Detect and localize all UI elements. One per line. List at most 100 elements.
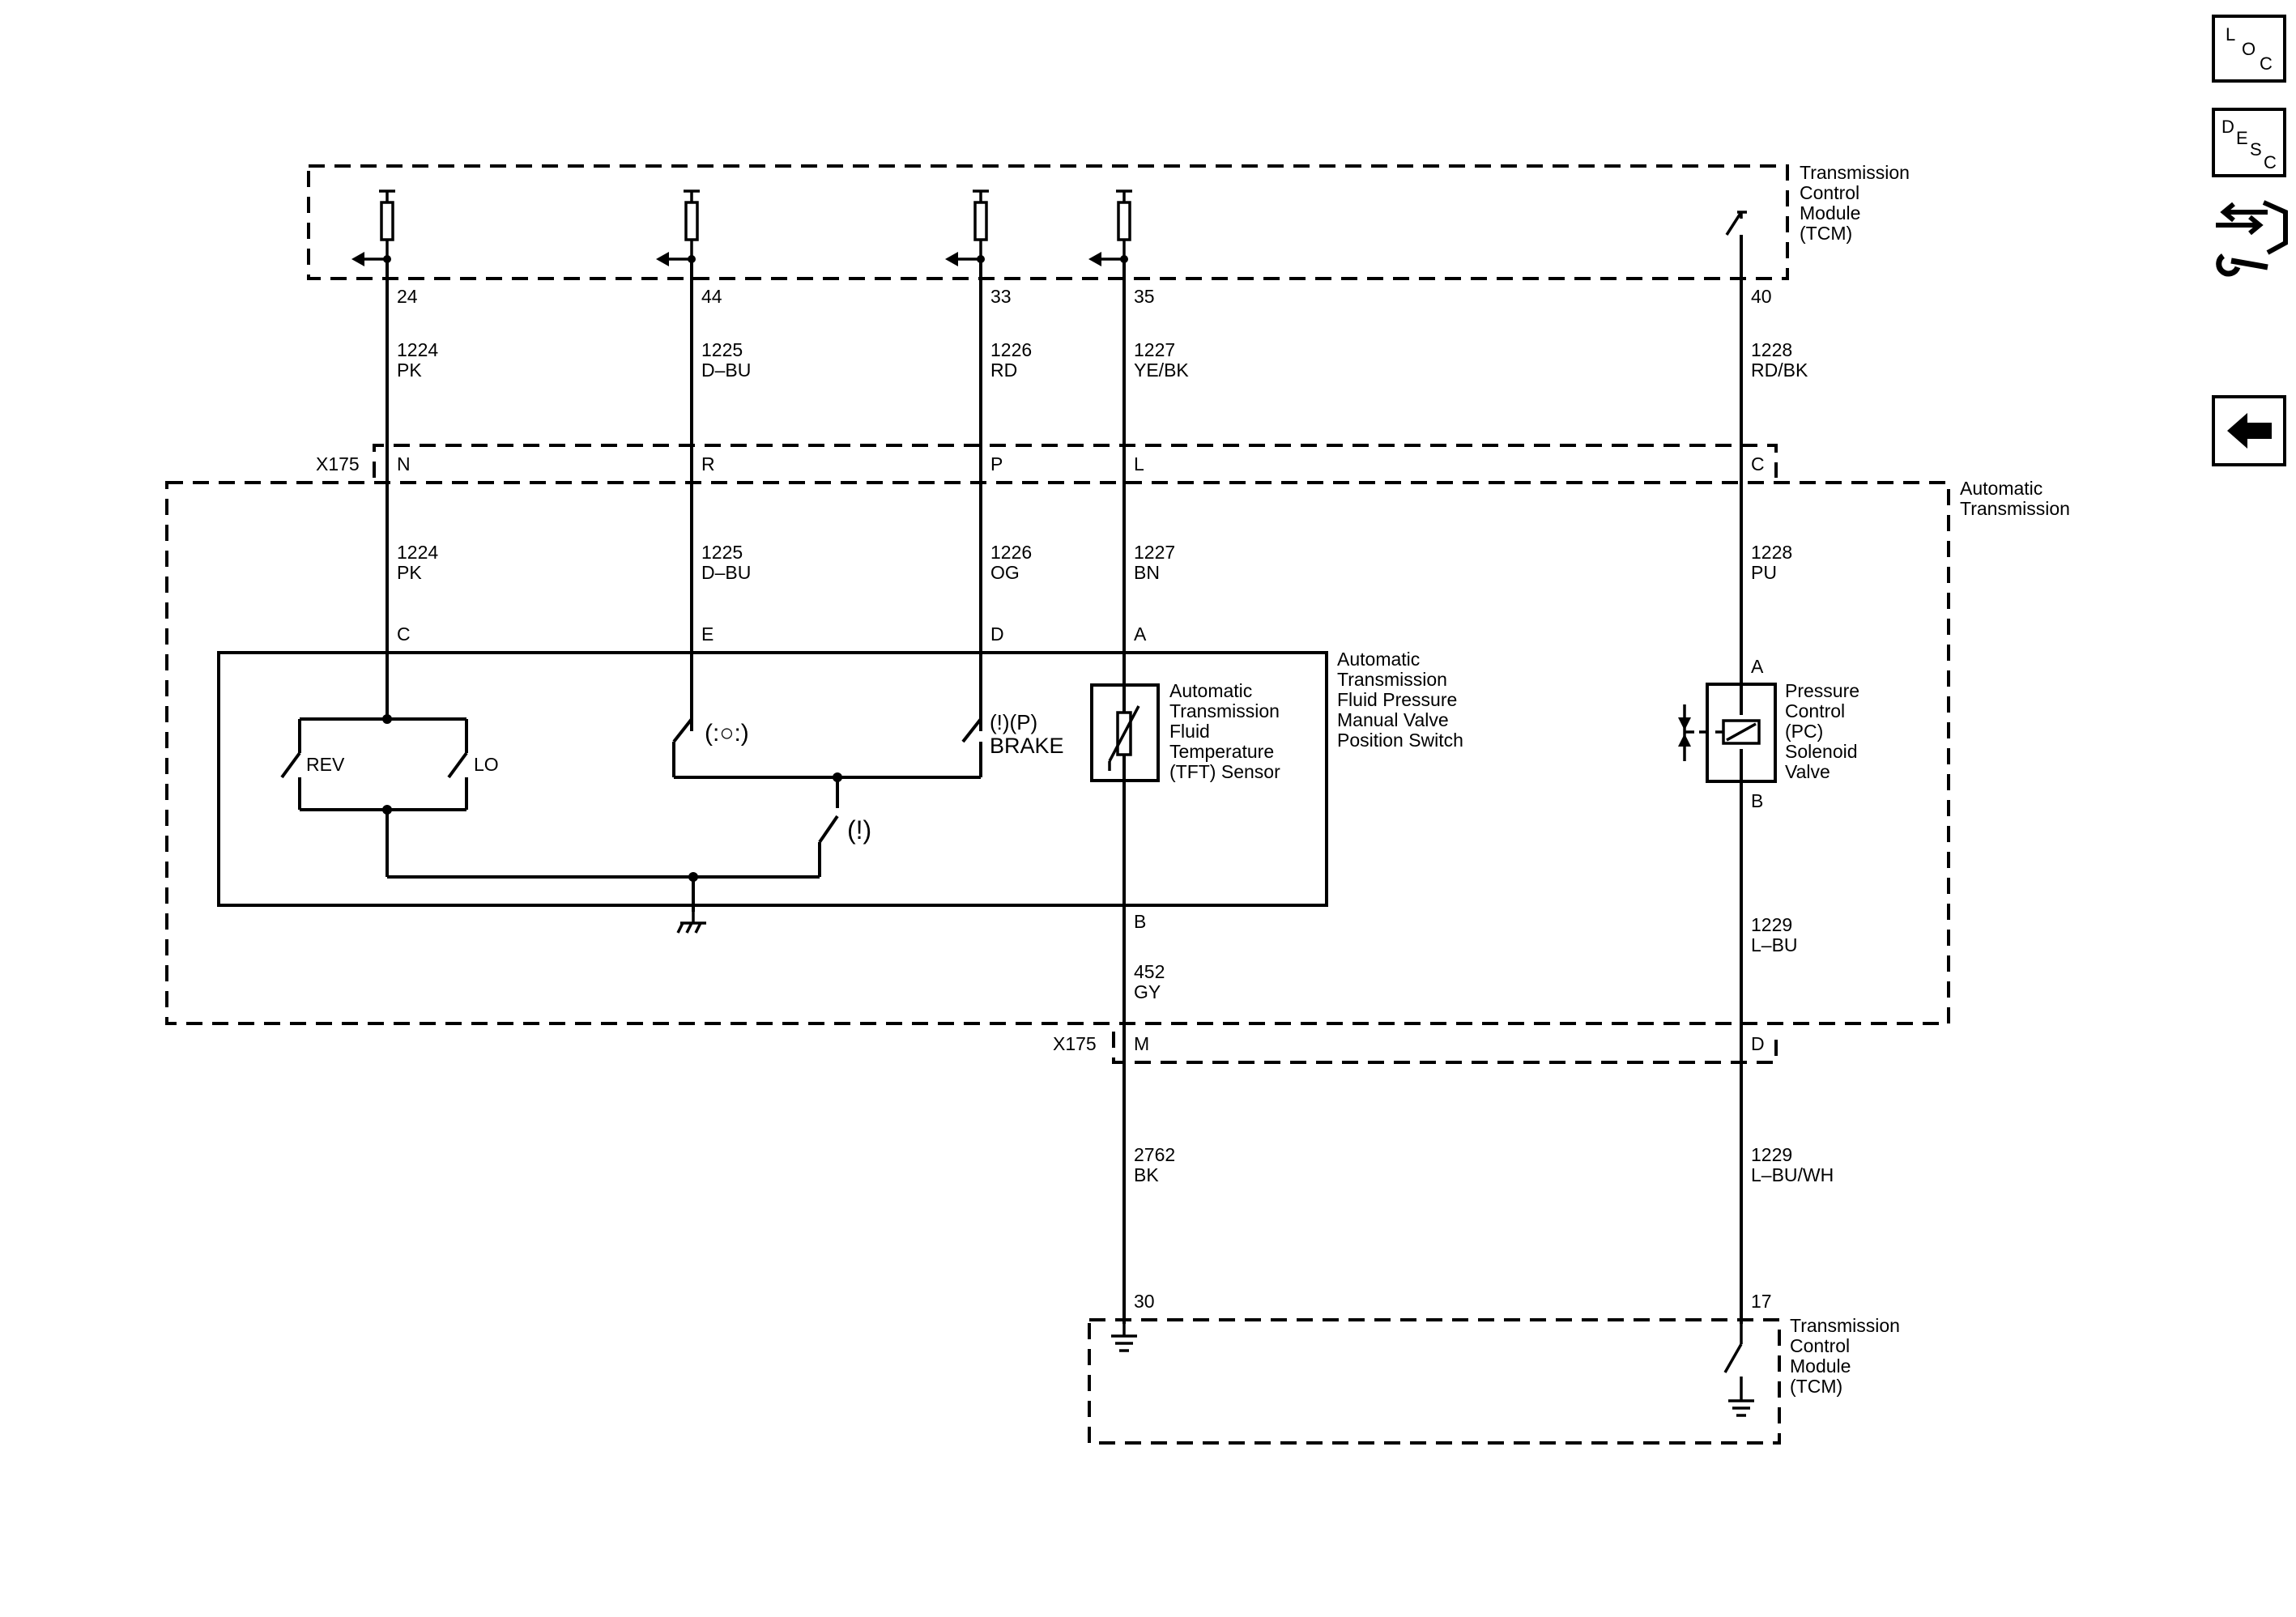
svg-text:Position Switch: Position Switch	[1337, 730, 1463, 751]
back-arrow-icon	[2227, 413, 2272, 449]
tft-sensor-icon	[1090, 683, 1160, 782]
svg-text:Automatic: Automatic	[1169, 680, 1252, 701]
x175-top-label: X175	[316, 453, 360, 474]
svg-text:(PC): (PC)	[1785, 721, 1823, 742]
svg-text:PK: PK	[397, 360, 422, 381]
wire-label-1225-mid: 1225 D–BU	[701, 542, 751, 583]
tcm-high-side-driver	[1725, 211, 1747, 236]
svg-text:L–BU/WH: L–BU/WH	[1751, 1164, 1834, 1185]
svg-text:L–BU: L–BU	[1751, 934, 1798, 955]
tcm-input-33	[945, 189, 989, 266]
wire-label-1224-mid: 1224 PK	[397, 542, 438, 583]
brake-label: BRAKE	[990, 734, 1064, 758]
pin-40: 40	[1751, 286, 1772, 307]
wire-label-1227-top: 1227 YE/BK	[1134, 339, 1189, 381]
pin-switch-a: A	[1134, 623, 1147, 645]
pin-switch-e: E	[701, 623, 714, 645]
wire-label-1224-top: 1224 PK	[397, 339, 438, 381]
pin-24: 24	[397, 286, 418, 307]
svg-text:Automatic: Automatic	[1337, 649, 1420, 670]
svg-text:452: 452	[1134, 961, 1165, 982]
tcm-input-24	[351, 189, 395, 266]
pin-44: 44	[701, 286, 722, 307]
svg-text:1228: 1228	[1751, 542, 1792, 563]
ground-30-icon	[1111, 1324, 1137, 1352]
warning-symbol: (!)	[847, 815, 871, 845]
wire-label-2762: 2762 BK	[1134, 1144, 1175, 1185]
loc-letter-l: L	[2226, 24, 2235, 45]
pin-switch-c: C	[397, 623, 411, 645]
svg-text:D–BU: D–BU	[701, 360, 751, 381]
svg-text:1229: 1229	[1751, 914, 1792, 935]
svg-text:1226: 1226	[990, 339, 1032, 360]
neutral-symbol: (:○:)	[705, 720, 749, 747]
pin-x175-p: P	[990, 453, 1003, 474]
pin-x175-c: C	[1751, 453, 1765, 474]
svg-text:(TCM): (TCM)	[1800, 223, 1852, 244]
svg-text:Solenoid: Solenoid	[1785, 741, 1858, 762]
loc-letter-o: O	[2242, 39, 2256, 59]
pin-x175-l: L	[1134, 453, 1144, 474]
pin-switch-b: B	[1134, 911, 1146, 932]
tcm-input-circuits	[351, 189, 1747, 266]
chassis-ground-icon	[676, 912, 706, 934]
svg-text:1229: 1229	[1751, 1144, 1792, 1165]
wire-label-1229-bot: 1229 L–BU/WH	[1751, 1144, 1834, 1185]
x175-bottom-label: X175	[1053, 1033, 1097, 1054]
desc-letter-s: S	[2250, 139, 2262, 160]
wire-label-1226-mid: 1226 OG	[990, 542, 1032, 583]
pin-33: 33	[990, 286, 1012, 307]
loc-button[interactable]: L O C	[2212, 15, 2286, 83]
svg-text:Automatic: Automatic	[1960, 478, 2043, 499]
loc-letter-c: C	[2260, 53, 2273, 74]
pin-switch-d: D	[990, 623, 1004, 645]
svg-text:2762: 2762	[1134, 1144, 1175, 1165]
svg-text:Transmission: Transmission	[1790, 1315, 1900, 1336]
wire-label-1226-top: 1226 RD	[990, 339, 1032, 381]
pin-x175-n: N	[397, 453, 411, 474]
svg-text:1226: 1226	[990, 542, 1032, 563]
svg-text:Fluid Pressure: Fluid Pressure	[1337, 689, 1457, 710]
svg-text:1224: 1224	[397, 542, 438, 563]
pin-x175-m: M	[1134, 1033, 1149, 1054]
svg-text:1225: 1225	[701, 542, 743, 563]
auto-transmission-boundary	[165, 481, 1950, 1025]
back-button[interactable]	[2212, 395, 2286, 466]
svg-text:1225: 1225	[701, 339, 743, 360]
pc-solenoid-label: Pressure Control (PC) Solenoid Valve	[1785, 680, 1859, 782]
x175-top-connector	[373, 444, 1778, 478]
wire-label-1227-mid: 1227 BN	[1134, 542, 1175, 583]
pin-x175-r: R	[701, 453, 715, 474]
tcm-top-label: Transmission Control Module (TCM)	[1800, 162, 1910, 244]
lo-label: LO	[474, 754, 499, 775]
pc-solenoid-icon	[1678, 683, 1777, 783]
svg-text:Valve: Valve	[1785, 761, 1830, 782]
desc-letter-c: C	[2264, 152, 2277, 172]
desc-button[interactable]: D E S C	[2212, 108, 2286, 177]
svg-text:Fluid: Fluid	[1169, 721, 1210, 742]
pin-35: 35	[1134, 286, 1155, 307]
svg-text:1224: 1224	[397, 339, 438, 360]
svg-text:Module: Module	[1790, 1355, 1851, 1377]
desc-letter-d: D	[2221, 117, 2234, 137]
wire-label-1228-top: 1228 RD/BK	[1751, 339, 1808, 381]
tcm-input-35	[1088, 189, 1132, 266]
svg-text:1228: 1228	[1751, 339, 1792, 360]
tft-sensor-label: Automatic Transmission Fluid Temperature…	[1169, 680, 1280, 782]
wire-label-1225-top: 1225 D–BU	[701, 339, 751, 381]
svg-text:OG: OG	[990, 562, 1020, 583]
svg-text:Module: Module	[1800, 202, 1860, 223]
svg-text:Transmission: Transmission	[1800, 162, 1910, 183]
wires	[386, 235, 1743, 1324]
rev-lo-switch-network	[280, 714, 820, 912]
neutral-brake-switch-network	[672, 717, 982, 877]
svg-text:PK: PK	[397, 562, 422, 583]
svg-text:1227: 1227	[1134, 339, 1175, 360]
tcm-input-44	[656, 189, 700, 266]
pin-pc-b: B	[1751, 790, 1763, 811]
connector-repair-icon[interactable]	[2216, 200, 2288, 277]
pressure-switch-box	[217, 651, 1328, 907]
svg-text:BN: BN	[1134, 562, 1160, 583]
wire-label-452: 452 GY	[1134, 961, 1165, 1002]
svg-text:RD: RD	[990, 360, 1017, 381]
